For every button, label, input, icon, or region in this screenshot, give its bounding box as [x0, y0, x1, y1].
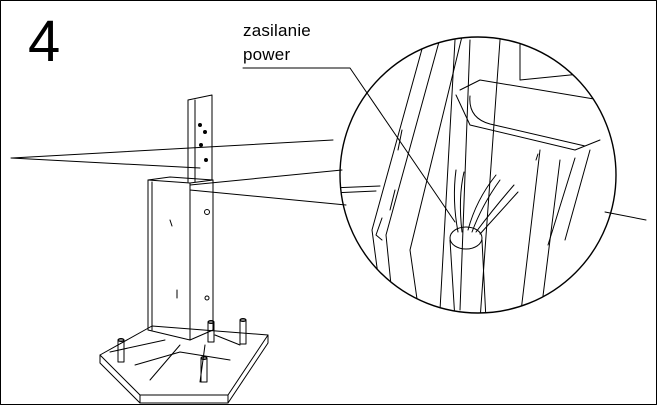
magnifier-connector [189, 169, 347, 206]
callout-label-english: power [243, 45, 291, 64]
callout-leader [242, 67, 456, 223]
anchor-bolt [239, 318, 247, 345]
anchor-bolt [117, 338, 125, 363]
anchor-bolt [207, 320, 215, 343]
callout-label-polish: zasilanie [243, 21, 311, 40]
ground-line [10, 139, 647, 221]
step-number: 4 [28, 9, 61, 74]
detail-magnifier [339, 36, 617, 314]
post-assembly [99, 94, 269, 404]
anchor-bolt [200, 356, 208, 383]
